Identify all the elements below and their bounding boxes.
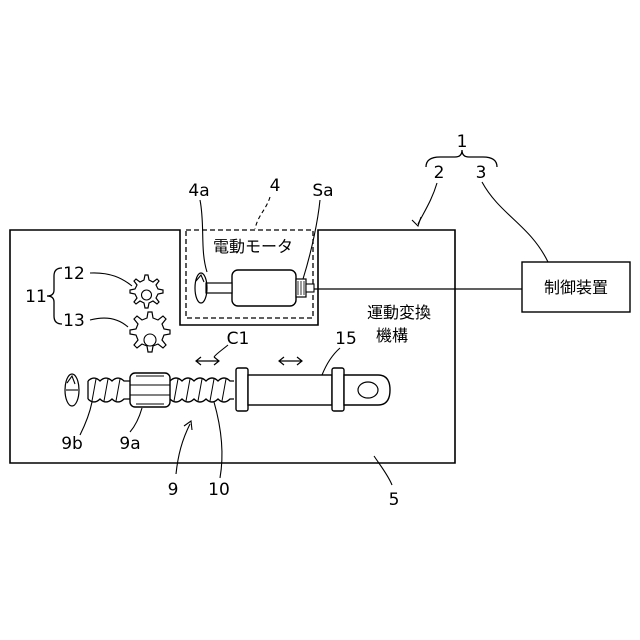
label-3: 3 (476, 163, 487, 183)
label-9a: 9a (119, 434, 140, 454)
leader-10 (214, 402, 222, 478)
label-4: 4 (270, 176, 281, 196)
label-12: 12 (63, 264, 85, 284)
motion-converter-line2: 機構 (376, 326, 408, 345)
leader-12 (90, 273, 132, 286)
rod-15 (236, 368, 390, 411)
leader-13 (90, 318, 128, 327)
gear-13 (130, 312, 170, 352)
label-13: 13 (63, 311, 85, 331)
label-c1: C1 (227, 329, 250, 349)
arrow-c1-icon (196, 357, 219, 365)
label-2: 2 (434, 163, 445, 183)
leader-5 (374, 456, 392, 485)
leader-4a (200, 200, 207, 272)
label-15: 15 (335, 329, 357, 349)
motion-converter-line1: 運動変換 (367, 303, 431, 322)
leader-3 (482, 182, 548, 262)
leader-9a (130, 408, 142, 432)
label-11: 11 (25, 287, 47, 307)
leader-4 (255, 197, 270, 229)
label-10: 10 (208, 480, 230, 500)
motor-body (232, 270, 296, 306)
label-5: 5 (389, 490, 400, 510)
label-9: 9 (168, 480, 179, 500)
control-device-label: 制御装置 (544, 278, 608, 297)
label-sa: Sa (312, 181, 333, 201)
motor-rotation-icon (195, 273, 207, 303)
label-9b: 9b (61, 434, 83, 454)
motor-title: 電動モータ (213, 237, 293, 256)
brace-11 (47, 268, 62, 324)
leader-9 (176, 424, 190, 474)
label-1: 1 (457, 132, 468, 152)
motor-shaft (206, 283, 232, 293)
label-4a: 4a (188, 181, 209, 201)
arrow-rod-icon (279, 357, 302, 365)
gear-12 (130, 275, 163, 308)
leader-9b (80, 402, 92, 435)
ball-nut-9a (130, 373, 170, 407)
